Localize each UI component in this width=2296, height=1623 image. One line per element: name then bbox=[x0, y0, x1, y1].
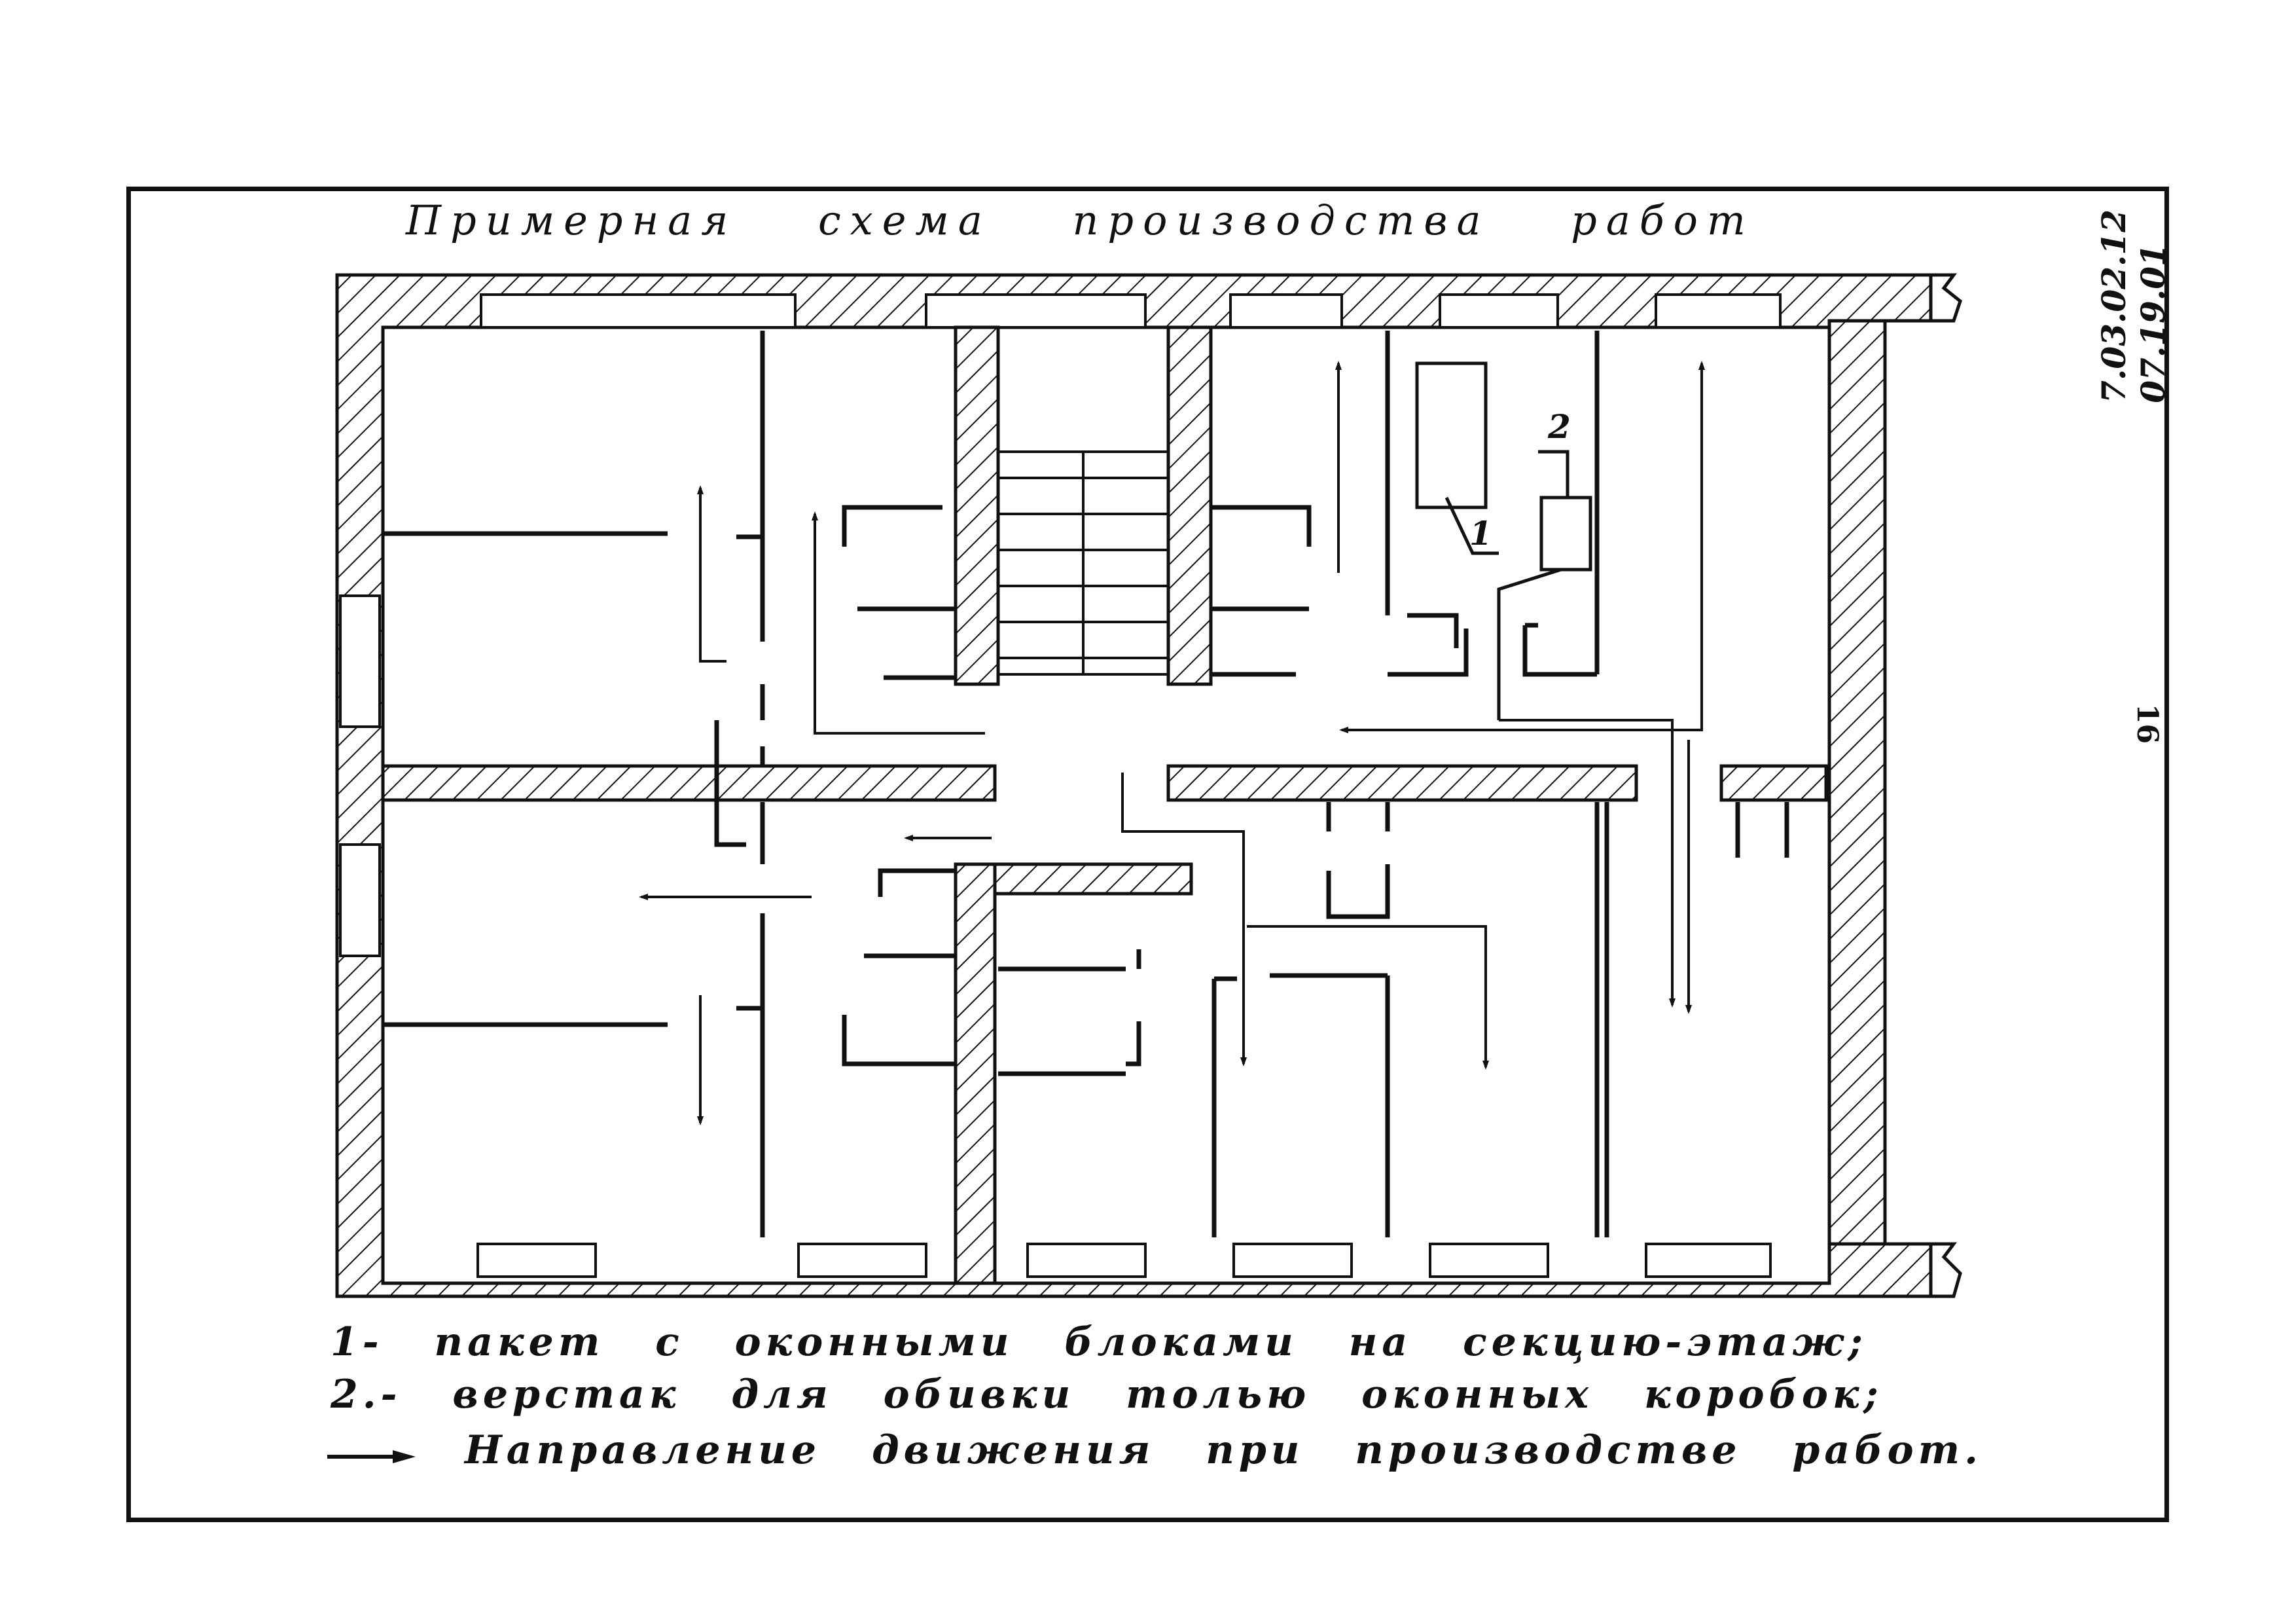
top-windows bbox=[480, 293, 1782, 329]
left-windows bbox=[339, 594, 381, 957]
legend-item-1: 1- пакет с оконными блоками на секцию-эт… bbox=[331, 1319, 1867, 1365]
legend-item-2: 2.- верстак для обивки толью оконных кор… bbox=[331, 1372, 1883, 1417]
window-block-package bbox=[1415, 361, 1488, 509]
stair-walls bbox=[954, 325, 1213, 1285]
wall-right bbox=[1827, 319, 1887, 1246]
corridor-walls bbox=[381, 764, 1828, 896]
bottom-windows bbox=[476, 1243, 1772, 1278]
mark-2-label: 2 bbox=[1548, 407, 1571, 446]
mark-1-label: 1 bbox=[1469, 514, 1492, 553]
equipment bbox=[1415, 361, 1592, 720]
legend-arrow-icon bbox=[327, 1450, 416, 1463]
legend-item-arrow: Направление движения при производстве ра… bbox=[465, 1427, 1982, 1473]
interior-partitions bbox=[383, 331, 1609, 1237]
workbench bbox=[1539, 496, 1592, 572]
drawing-frame bbox=[126, 187, 2169, 1522]
door-details bbox=[714, 505, 1789, 1067]
drawing-title: Примерная схема производства работ bbox=[406, 196, 1755, 244]
stair-treads bbox=[997, 450, 1170, 676]
right-break-lines bbox=[1885, 273, 1962, 1298]
movement-arrows bbox=[639, 361, 1705, 1125]
